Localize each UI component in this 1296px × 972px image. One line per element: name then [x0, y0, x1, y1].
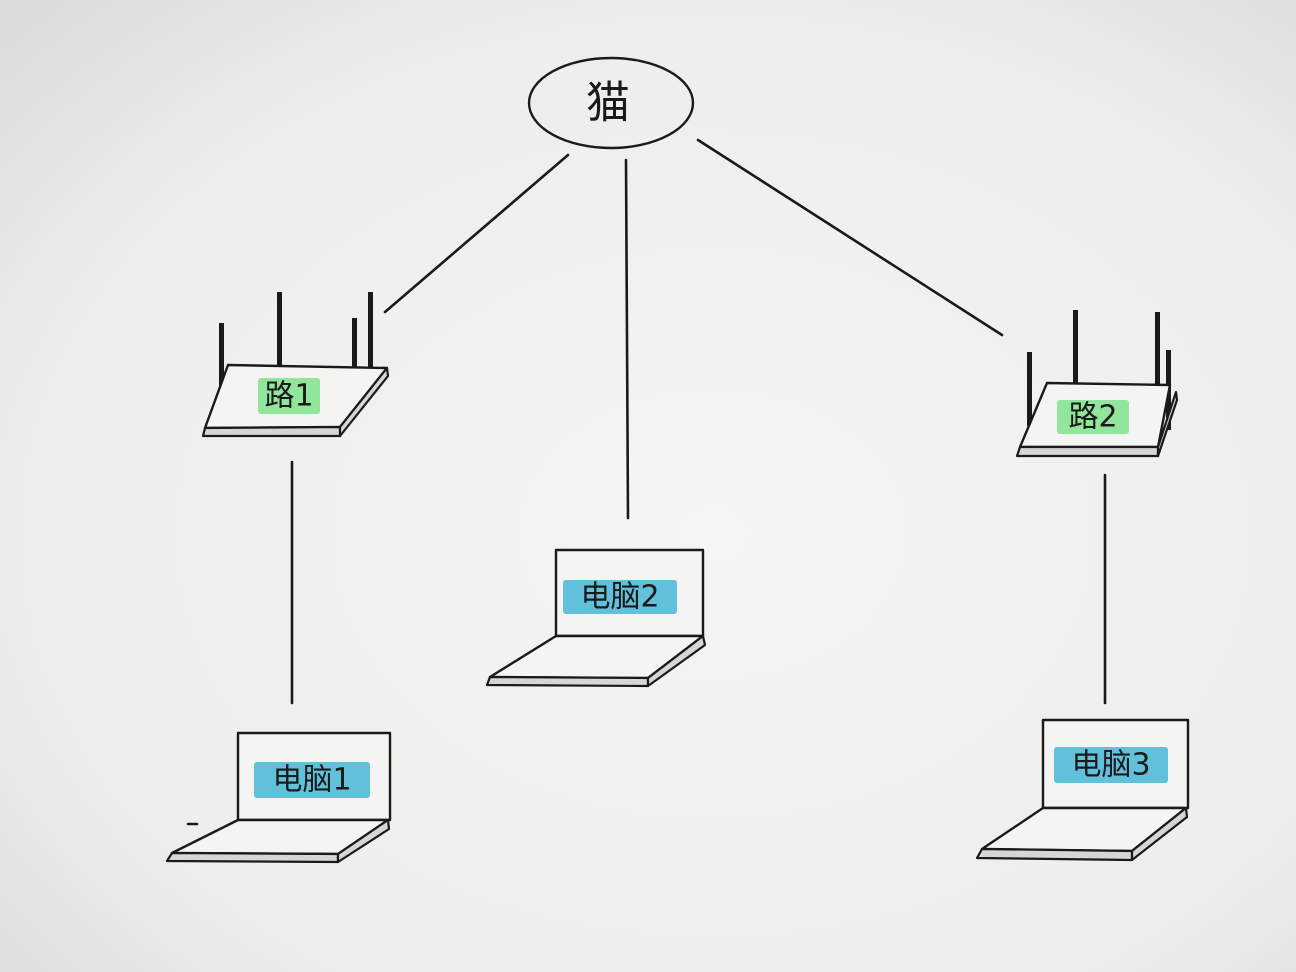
modem-label: 猫 [586, 78, 630, 129]
link-modem-computer-2 [624, 158, 630, 520]
modem-node: 猫 [527, 56, 695, 150]
computer-2-node: 电脑2 [485, 548, 707, 688]
router-1-antenna [368, 292, 373, 368]
computer-3-base-side [1130, 806, 1189, 862]
router-2-antenna [1155, 312, 1160, 390]
router-2-label-highlight [1057, 400, 1129, 434]
router-2-antenna [1073, 310, 1078, 386]
router-2-node: 路2 [1015, 310, 1179, 458]
link-modem-router-1 [383, 153, 570, 314]
computer-3-label: 电脑3 [1071, 748, 1150, 783]
link-modem-router-2 [696, 138, 1004, 337]
computer-2-label: 电脑2 [580, 580, 659, 615]
computer-3-label-highlight [1054, 747, 1168, 783]
router-2-front-edge [1015, 445, 1160, 458]
router-2-label: 路2 [1068, 400, 1117, 435]
router-1-label: 路1 [264, 379, 313, 414]
router-2-antenna [1027, 352, 1032, 426]
computer-3-node: 电脑3 [975, 718, 1190, 862]
modem-ellipse [527, 56, 695, 150]
router-1-node: 路1 [201, 292, 390, 438]
computer-1-base-side [336, 818, 391, 864]
router-1-antenna [219, 323, 224, 403]
computer-1-label: 电脑1 [272, 763, 351, 798]
computer-1-label-highlight [254, 762, 370, 798]
computer-2-base-side [646, 634, 707, 688]
router-1-antenna [352, 318, 357, 413]
computer-1-node: 电脑1 [165, 731, 392, 864]
router-1-label-highlight [258, 378, 320, 414]
computer-2-label-highlight [563, 580, 677, 614]
computer-2-base-front [485, 675, 650, 688]
router-1-side-edge [338, 366, 390, 438]
computer-1-base-front [165, 851, 340, 864]
router-1-antenna [277, 292, 282, 366]
router-2-side-edge [1156, 390, 1179, 458]
computer-3-base-front [975, 847, 1134, 862]
router-1-front-edge [201, 425, 342, 438]
